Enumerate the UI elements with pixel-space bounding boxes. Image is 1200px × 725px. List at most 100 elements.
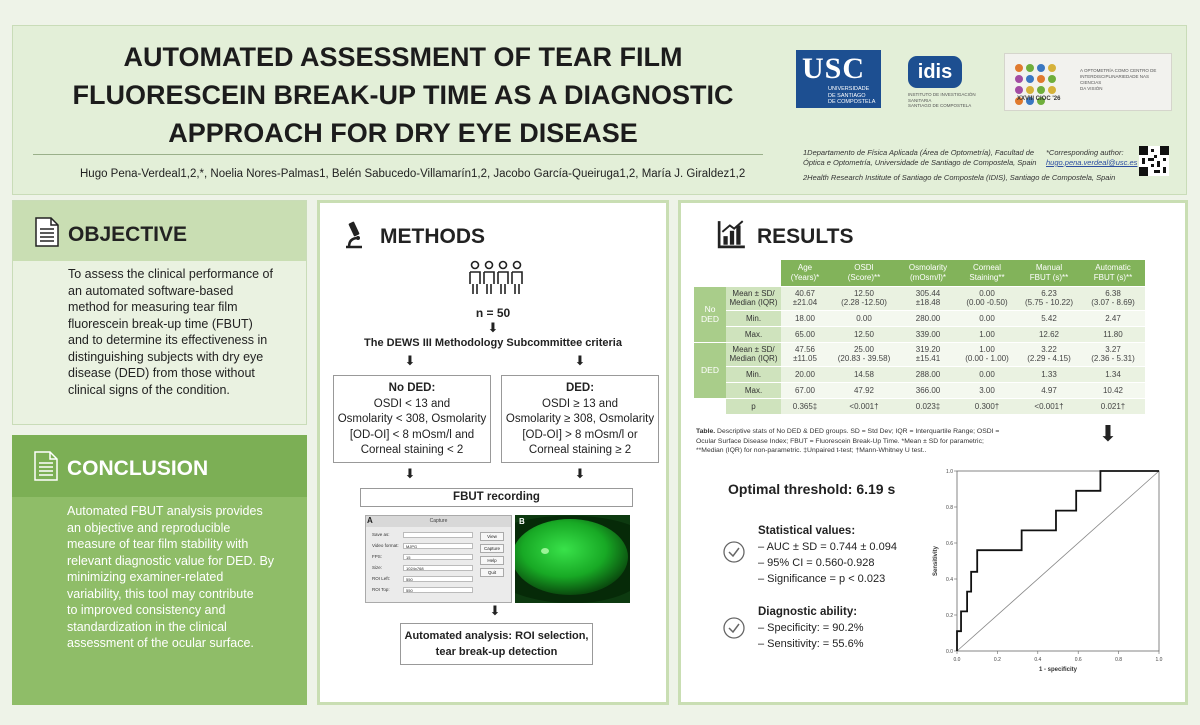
objective-line: disease (DED) from those without bbox=[68, 366, 255, 380]
affiliation-1: 1Departamento de Física Aplicada (Área d… bbox=[803, 148, 1036, 168]
corresponding-email-link[interactable]: hugo.pena.verdeal@usc.es bbox=[1046, 158, 1138, 167]
conference-text: A OPTOMETRÍA COMO CENTRO DE INTERDISCIPL… bbox=[1080, 68, 1165, 92]
table-header-cell: OSDI(Score)** bbox=[829, 260, 899, 287]
row-label: Mean ± SD/Median (IQR) bbox=[726, 286, 781, 311]
results-title: RESULTS bbox=[757, 225, 854, 248]
conclusion-line: relevant diagnostic value for DED. By bbox=[67, 553, 275, 568]
qr-code-icon[interactable] bbox=[1139, 146, 1169, 176]
conclusion-line: standardization in the clinical bbox=[67, 619, 227, 634]
conference-text-line: INTERDISCIPLINARIEDADE NAS CIENCIAS bbox=[1080, 74, 1150, 85]
usc-sub-line: UNIVERSIDADE bbox=[828, 86, 870, 92]
table-caption-label: Table. bbox=[696, 428, 716, 435]
bar-chart-icon bbox=[717, 220, 745, 249]
conclusion-panel: CONCLUSION Automated FBUT analysis provi… bbox=[12, 435, 307, 705]
check-circle-icon bbox=[723, 617, 745, 639]
objective-text: To assess the clinical performance of an… bbox=[68, 266, 293, 398]
title-line: FLUORESCEIN BREAK-UP TIME AS A DIAGNOSTI… bbox=[72, 80, 734, 110]
no-ded-title: No DED: bbox=[388, 382, 436, 394]
conclusion-line: Automated FBUT analysis provides bbox=[67, 504, 263, 518]
capture-roi-top-input[interactable]: 550 bbox=[403, 587, 473, 593]
conclusion-title: CONCLUSION bbox=[67, 457, 209, 480]
capture-capture-button[interactable]: Capture bbox=[480, 544, 504, 553]
capture-field-label: FPS: bbox=[372, 554, 383, 559]
conclusion-text: Automated FBUT analysis provides an obje… bbox=[67, 503, 292, 652]
table-caption-line: Ocular Surface Disease Index; FBUT = Flu… bbox=[696, 437, 984, 445]
check-circle-icon bbox=[723, 541, 745, 563]
capture-save-input[interactable] bbox=[403, 532, 473, 538]
capture-size-select[interactable]: 1024x768 bbox=[403, 565, 473, 571]
y-axis-label: Sensitivity bbox=[933, 545, 939, 576]
x-axis-label: 1 - specificity bbox=[1039, 667, 1078, 673]
ded-title: DED: bbox=[565, 382, 595, 394]
capture-roi-left-input[interactable]: 550 bbox=[403, 576, 473, 582]
arrow-down-icon: ⬇ bbox=[487, 320, 499, 335]
row-label: Min. bbox=[726, 366, 781, 383]
table-header-cell: Age(Years)* bbox=[781, 260, 829, 287]
conference-logo: XXVIII CIOC '26 A OPTOMETRÍA COMO CENTRO… bbox=[1004, 53, 1172, 111]
stat-value-item: – 95% CI = 0.560-0.928 bbox=[758, 557, 875, 569]
fluorescein-eye-image bbox=[515, 515, 630, 603]
objective-line: an automated software-based bbox=[68, 283, 234, 298]
objective-line: distinguishing subjects with dry eye bbox=[68, 349, 264, 364]
automated-analysis-box: Automated analysis: ROI selection, tear … bbox=[400, 623, 593, 665]
y-tick-label: 0.6 bbox=[946, 541, 953, 547]
y-tick-label: 0.2 bbox=[946, 613, 953, 619]
objective-line: clinical signs of the condition. bbox=[68, 382, 230, 397]
results-panel: RESULTS Age(Years)* OSDI(Score)** Osmola… bbox=[678, 200, 1188, 705]
ded-criteria-box: DED: OSDI ≥ 13 and Osmolarity ≥ 308, Osm… bbox=[501, 375, 659, 463]
usc-logo-subtitle: UNIVERSIDADE DE SANTIAGO DE COMPOSTELA bbox=[828, 86, 878, 106]
conference-name: XXVIII CIOC '26 bbox=[1017, 96, 1061, 102]
x-tick-label: 0.0 bbox=[954, 657, 961, 663]
conclusion-line: minimizing examiner-related bbox=[67, 570, 224, 584]
methods-panel: METHODS n = 50 ⬇ The DEWS III Methodolog… bbox=[317, 200, 669, 705]
capture-help-button[interactable]: Help bbox=[480, 556, 504, 565]
table-caption-line: Descriptive stats of No DED & DED groups… bbox=[715, 428, 1000, 435]
corresponding-author: *Corresponding author: hugo.pena.verdeal… bbox=[1046, 148, 1137, 168]
diagnostic-item: – Sensitivity: = 55.6% bbox=[758, 638, 864, 650]
criteria-line: Osmolarity ≥ 308, Osmolarity bbox=[505, 413, 655, 425]
idis-sub-line: INSTITUTO DE INVESTIGACIÓN SANITARIA bbox=[908, 92, 976, 103]
affiliation-line: Óptica e Optometría, Universidade de San… bbox=[803, 158, 1037, 167]
table-header-row: Age(Years)* OSDI(Score)** Osmolarity(mOs… bbox=[694, 260, 1145, 287]
x-tick-label: 0.2 bbox=[994, 657, 1001, 663]
capture-view-button[interactable]: View bbox=[480, 532, 504, 541]
arrow-down-icon: ⬇ bbox=[574, 466, 586, 481]
capture-fps-select[interactable]: 15 bbox=[403, 554, 473, 560]
row-label: Min. bbox=[726, 310, 781, 327]
objective-line: method for measuring tear film bbox=[68, 300, 238, 314]
conference-dots-icon bbox=[1015, 64, 1065, 105]
usc-sub-line: DE COMPOSTELA bbox=[828, 99, 876, 105]
table-caption-line: **Median (IQR) for non-parametric. ‡Unpa… bbox=[696, 447, 927, 454]
capture-field-label: Video format: bbox=[372, 543, 399, 548]
row-label: Max. bbox=[726, 326, 781, 343]
idis-logo-mark: idis bbox=[908, 56, 962, 88]
roc-curve-line bbox=[956, 470, 1159, 651]
microscope-icon bbox=[346, 221, 362, 249]
criteria-line: OSDI ≥ 13 and bbox=[542, 397, 618, 410]
arrow-down-icon: ⬇ bbox=[1098, 421, 1118, 446]
arrow-down-icon: ⬇ bbox=[404, 353, 416, 368]
capture-software-window: Capture Save as: Video format: MJPG FPS:… bbox=[365, 515, 512, 603]
y-tick-label: 0.0 bbox=[946, 649, 953, 655]
capture-format-select[interactable]: MJPG bbox=[403, 543, 473, 549]
capture-quit-button[interactable]: Quit bbox=[480, 568, 504, 577]
objective-header: OBJECTIVE bbox=[13, 201, 306, 261]
corresponding-label: *Corresponding author: bbox=[1046, 148, 1124, 157]
no-ded-criteria-box: No DED: OSDI < 13 and Osmolarity < 308, … bbox=[333, 375, 491, 463]
automated-line: Automated analysis: ROI selection, bbox=[404, 630, 589, 642]
conclusion-line: assessment of the ocular surface. bbox=[67, 636, 254, 650]
row-label: p bbox=[726, 398, 781, 415]
optimal-threshold: Optimal threshold: 6.19 s bbox=[728, 481, 896, 497]
conclusion-line: measure of tear film stability with bbox=[67, 537, 249, 551]
usc-logo: USC UNIVERSIDADE DE SANTIAGO DE COMPOSTE… bbox=[796, 50, 881, 108]
eye-fluorescein-illustration bbox=[515, 515, 630, 603]
diagnostic-item: – Specificity: = 90.2% bbox=[758, 622, 864, 634]
affiliation-2: 2Health Research Institute of Santiago d… bbox=[803, 173, 1116, 182]
conclusion-line: to improved consistency and bbox=[67, 603, 226, 617]
